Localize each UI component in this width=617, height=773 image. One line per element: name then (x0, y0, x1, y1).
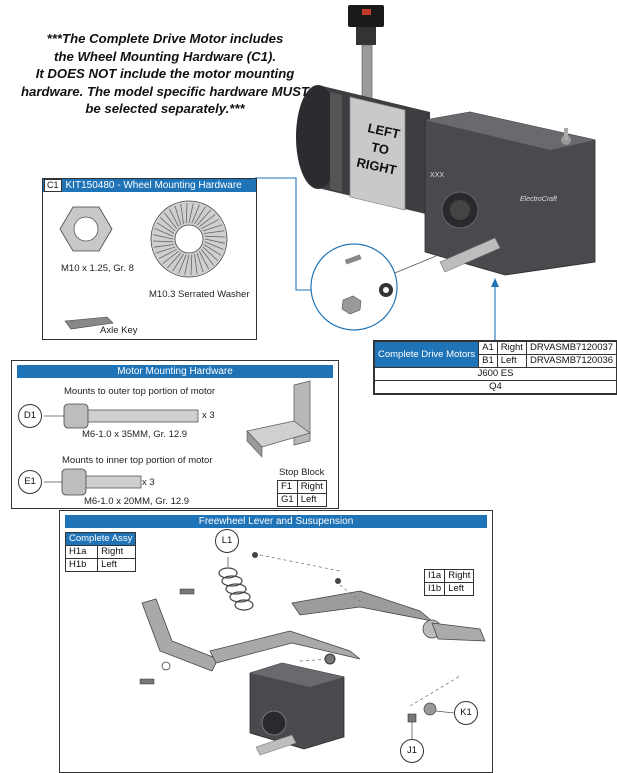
wheel-hw-id: C1 (44, 179, 62, 192)
wheel-hw-title: KIT150480 - Wheel Mounting Hardware (65, 180, 242, 191)
key-caption: Axle Key (100, 325, 138, 336)
nut-caption: M10 x 1.25, Gr. 8 (61, 263, 134, 274)
table-row: H1a Right (64, 545, 137, 559)
drive-motors-title: Complete Drive Motors (373, 341, 480, 368)
part-id: H1b (64, 558, 99, 572)
note-line: the Wheel Mounting Hardware (C1). (54, 48, 276, 64)
callout-e1: E1 (18, 470, 42, 494)
part-id: F1 (277, 480, 298, 494)
stop-block-caption: Stop Block (279, 467, 325, 478)
part-id: B1 (478, 354, 498, 368)
wheel-mounting-hardware-panel: C1 KIT150480 - Wheel Mounting Hardware M… (42, 178, 257, 340)
e1-spec: M6-1.0 x 20MM, Gr. 12.9 (84, 496, 190, 507)
serrated-washer-icon (150, 200, 228, 278)
motor-mounting-hardware-panel: Motor Mounting Hardware D1 Mounts to out… (11, 360, 339, 509)
spring-icon (218, 567, 254, 611)
motor-brand: ElectroCraft (520, 196, 557, 203)
d1-description: Mounts to outer top portion of motor (64, 386, 216, 397)
hardware-note: ***The Complete Drive Motor includes the… (0, 30, 330, 118)
table-row: H1b Left (64, 558, 137, 572)
callout-l1: L1 (215, 529, 239, 553)
note-line: ***The Complete Drive Motor includes (46, 31, 284, 46)
part-id: H1a (64, 545, 99, 559)
part-id: I1a (423, 569, 446, 583)
part-side: Right (97, 545, 137, 559)
table-row: Complete Drive Motors A1 Right DRVASMB71… (373, 341, 617, 368)
e1-quantity: x 3 (142, 477, 155, 488)
motor-code: XXX (430, 172, 445, 179)
note-line: be selected separately.*** (85, 101, 245, 116)
table-row: G1 Left (277, 493, 327, 507)
table-row: Q4 (373, 380, 617, 394)
wheel-hw-header: C1 KIT150480 - Wheel Mounting Hardware (43, 179, 256, 192)
d1-spec: M6-1.0 x 35MM, Gr. 12.9 (82, 429, 188, 440)
part-id: A1 (478, 341, 498, 355)
callout-d1: D1 (18, 404, 42, 428)
part-side: Left (296, 493, 327, 507)
note-line: It DOES NOT include the motor mounting (35, 66, 295, 81)
model-name-2: Q4 (373, 380, 617, 394)
drive-motors-table: Complete Drive Motors A1 Right DRVASMB71… (373, 340, 617, 395)
stop-block-table: F1 Right G1 Left (277, 480, 327, 507)
model-name: J600 ES (373, 367, 617, 381)
part-side: Right (496, 341, 527, 355)
motor-hw-parts (44, 380, 311, 496)
part-number: DRVASMB7120037 (525, 341, 617, 355)
part-id: G1 (277, 493, 298, 507)
wheel-hw-parts (59, 200, 228, 330)
table-row: J600 ES (373, 367, 617, 381)
table-row: I1b Left (423, 582, 475, 596)
part-side: Left (496, 354, 527, 368)
complete-assy-title: Complete Assy (64, 532, 137, 546)
part-side: Right (296, 480, 327, 494)
e1-description: Mounts to inner top portion of motor (62, 455, 213, 466)
part-number: DRVASMB7120036 (525, 354, 617, 368)
part-side: Right (444, 569, 475, 583)
note-line: hardware. The model specific hardware MU… (20, 83, 309, 99)
freewheel-parts (139, 552, 486, 756)
freewheel-suspension-panel: Freewheel Lever and Susupension (59, 510, 493, 773)
table-row: F1 Right (277, 480, 327, 494)
motor-hw-title: Motor Mounting Hardware (17, 365, 333, 378)
part-side: Left (444, 582, 475, 596)
d1-quantity: x 3 (202, 410, 215, 421)
part-id: I1b (423, 582, 446, 596)
part-side: Left (97, 558, 137, 572)
callout-j1: J1 (400, 739, 424, 763)
arm-table: I1a Right I1b Left (423, 569, 475, 596)
washer-caption: M10.3 Serrated Washer (149, 289, 250, 300)
table-row: I1a Right (423, 569, 475, 583)
table-row: Complete Assy (64, 532, 137, 546)
complete-assy-table: Complete Assy H1a Right H1b Left (64, 532, 137, 572)
freewheel-title: Freewheel Lever and Susupension (65, 515, 487, 528)
callout-k1: K1 (454, 701, 478, 725)
